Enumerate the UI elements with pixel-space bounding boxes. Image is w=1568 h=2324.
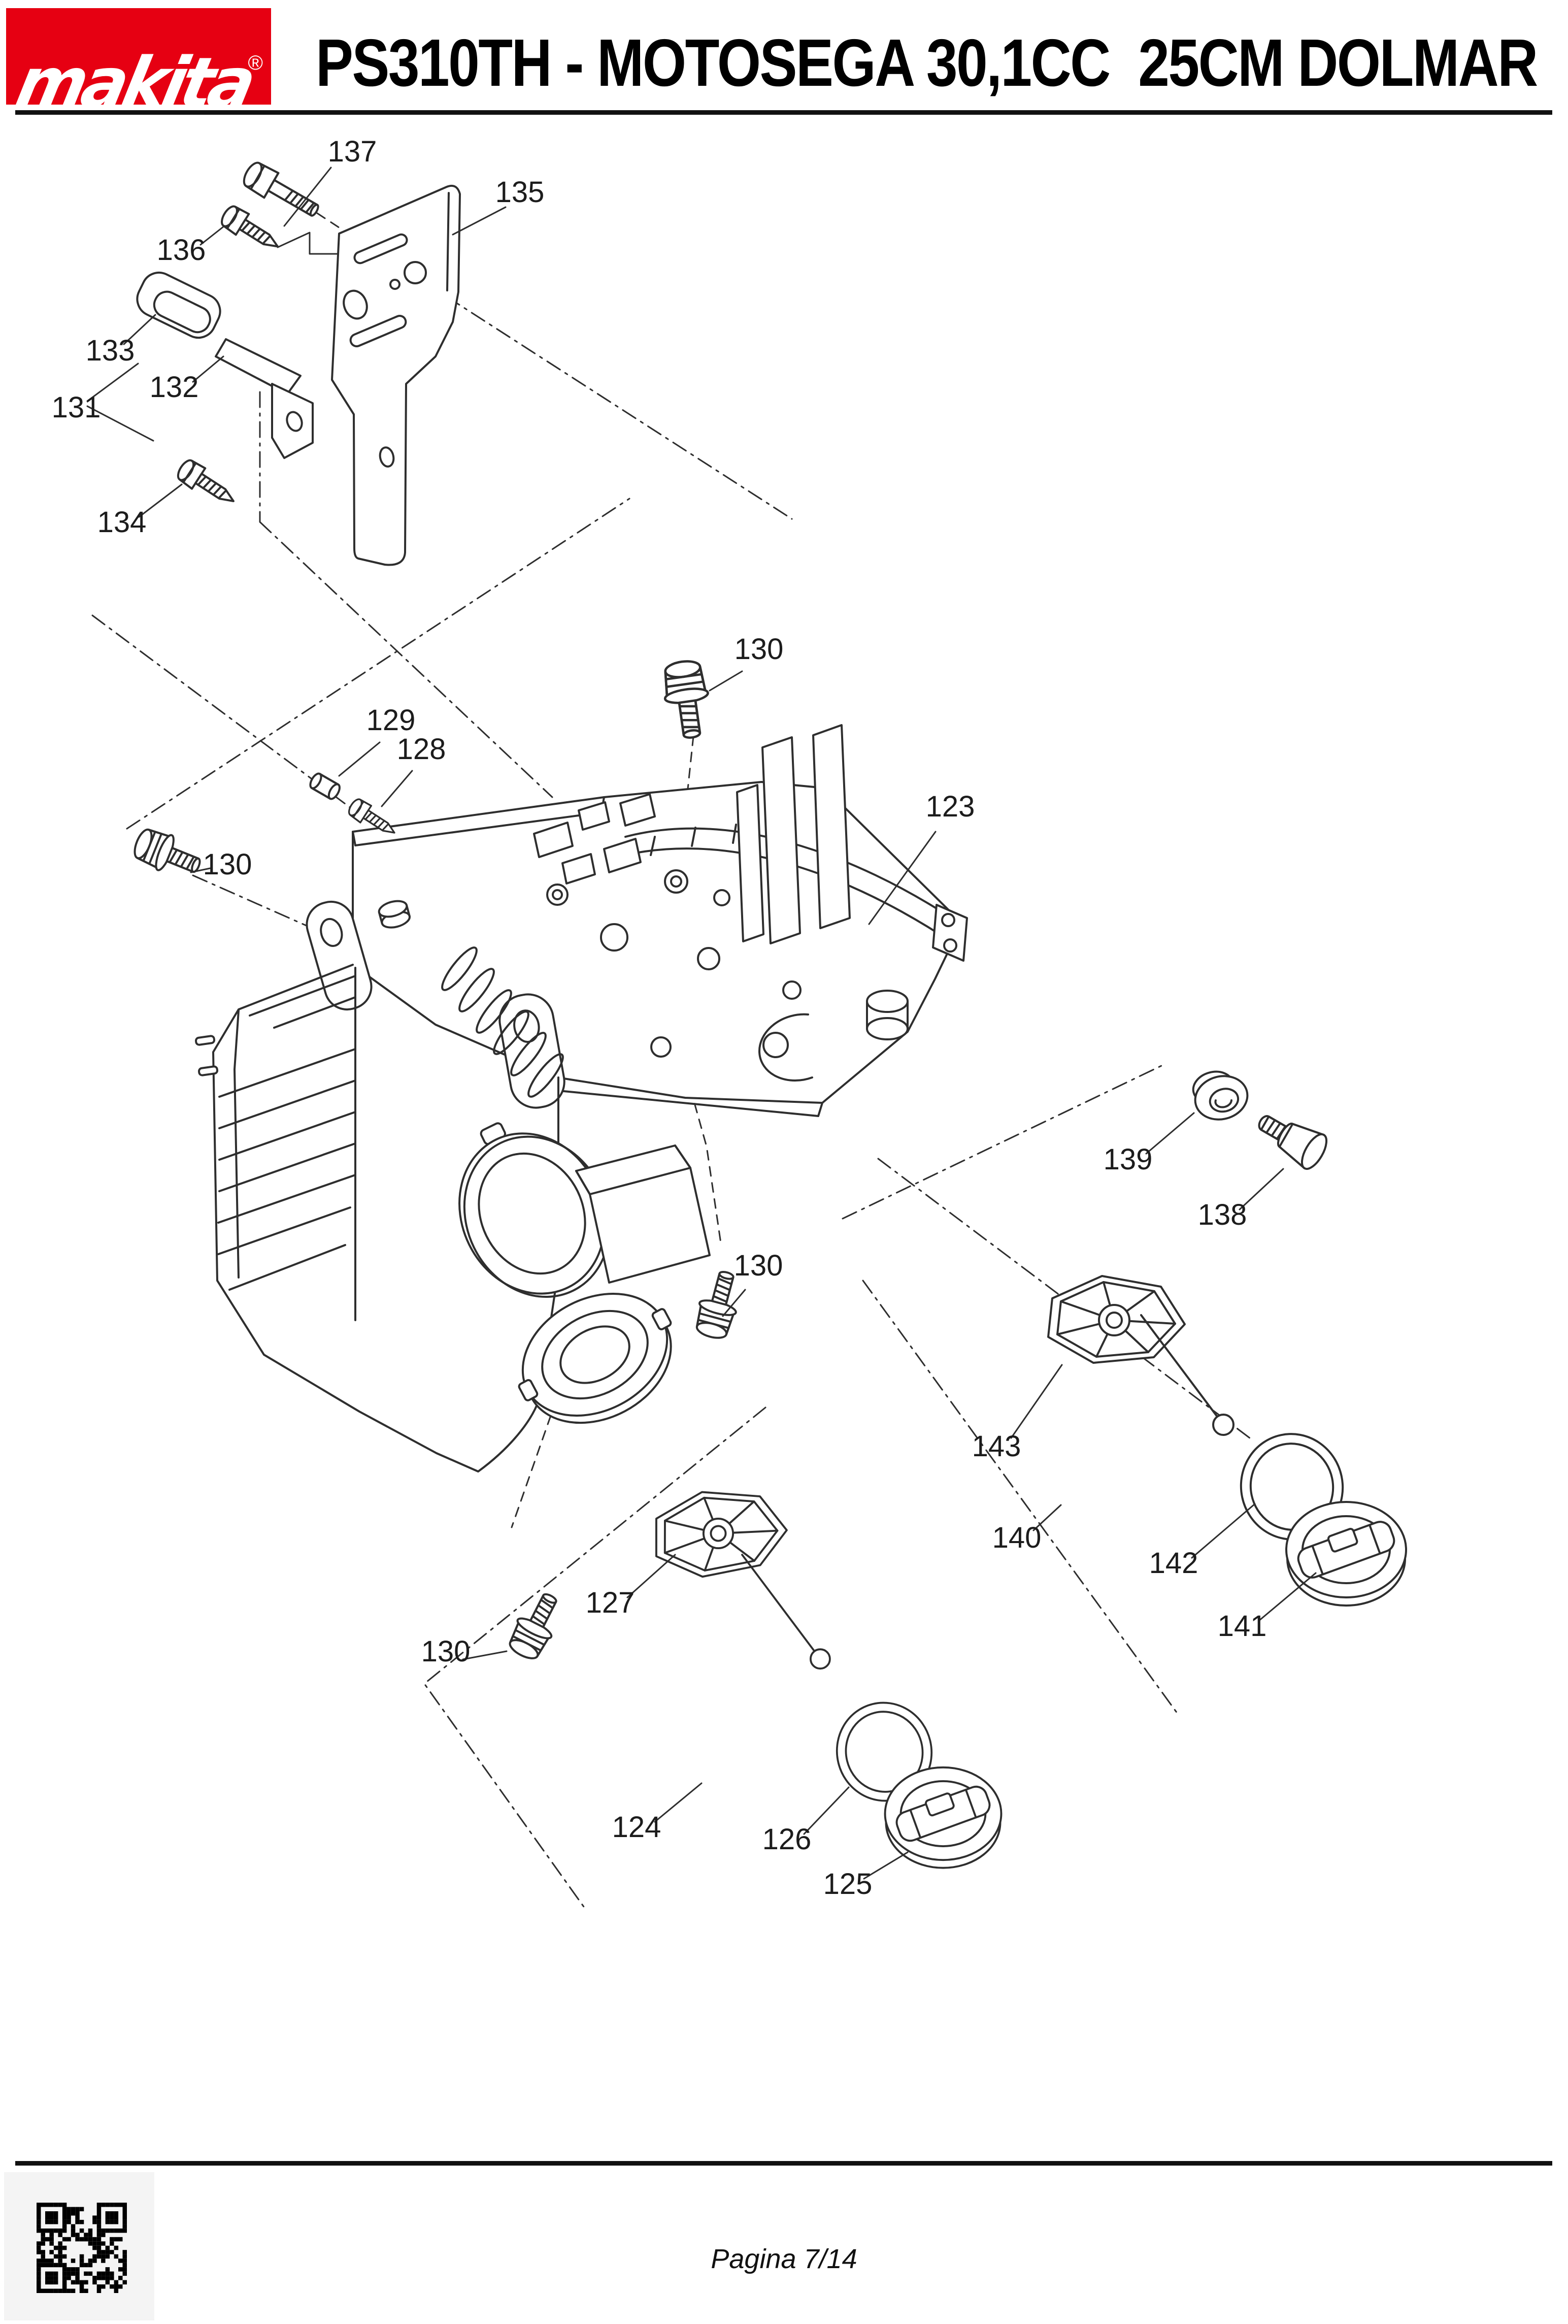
retainer-143: [1047, 1275, 1186, 1364]
screw-136: [217, 202, 285, 258]
page-title: PS310TH - MOTOSEGA 30,1CC 25CM DOLMAR: [316, 25, 1538, 100]
valve-138: [1250, 1103, 1332, 1174]
header-divider: [15, 110, 1552, 115]
grommet-139: [1187, 1063, 1254, 1127]
bolt-130-bottom: [503, 1586, 569, 1665]
part-label-131: 131: [52, 391, 101, 424]
sleeve-133: [136, 271, 221, 339]
part-label-143: 143: [972, 1430, 1021, 1463]
tank-cap-125: [884, 1766, 1003, 1869]
bolt-130-left: [129, 823, 207, 885]
page-number: Pagina 7/14: [711, 2244, 857, 2274]
part-label-123: 123: [926, 790, 975, 823]
part-label-129: 129: [366, 704, 416, 737]
leader-lines: [86, 167, 1317, 1880]
part-label-140: 140: [992, 1521, 1042, 1554]
qr-code-icon: [37, 2203, 127, 2293]
cap-tether-127: [741, 1554, 831, 1670]
clamp-132: [215, 338, 314, 459]
part-label-125: 125: [823, 1868, 873, 1901]
part-label-130-left: 130: [203, 848, 252, 881]
part-label-127: 127: [586, 1586, 635, 1619]
part-label-126: 126: [762, 1823, 812, 1856]
tank-cap-141: [1285, 1501, 1407, 1607]
retainer-127: [649, 1483, 792, 1583]
bracket-plate-135: [331, 184, 461, 566]
part-label-137: 137: [328, 135, 377, 168]
part-label-136: 136: [157, 234, 206, 267]
jog-line: [277, 232, 354, 255]
part-label-132: 132: [150, 371, 199, 404]
part-label-128: 128: [397, 733, 446, 766]
screw-134: [173, 455, 242, 513]
part-label-138: 138: [1198, 1198, 1247, 1231]
part-label-133: 133: [86, 334, 135, 367]
part-label-134: 134: [97, 506, 147, 539]
part-label-139: 139: [1104, 1143, 1153, 1176]
part-label-142: 142: [1149, 1547, 1198, 1580]
cap-tether-143: [1140, 1314, 1235, 1436]
makita-logo: makita ®: [6, 8, 271, 105]
part-label-130-middle: 130: [734, 1249, 783, 1282]
bolt-130-top: [660, 659, 714, 740]
pin-129: [307, 771, 343, 802]
part-label-130-bottom: 130: [421, 1635, 471, 1668]
part-label-130-top: 130: [735, 633, 784, 666]
footer-divider: [15, 2161, 1552, 2166]
part-label-124: 124: [612, 1811, 661, 1844]
part-label-141: 141: [1218, 1610, 1267, 1643]
crankcase-housing-123: [194, 724, 968, 1472]
qr-panel: [4, 2172, 154, 2320]
part-label-135: 135: [495, 176, 545, 209]
bracket-assembly-131: [136, 158, 461, 566]
registered-trademark-icon: ®: [248, 52, 263, 74]
